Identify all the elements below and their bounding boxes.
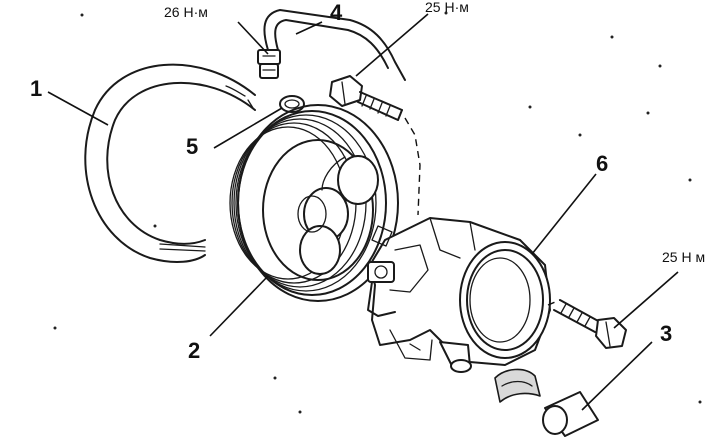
- pulley: [229, 104, 399, 302]
- alignment-line-top: [404, 117, 421, 216]
- callout-5: 5: [186, 134, 199, 159]
- leader-4: [295, 21, 323, 35]
- side-bolt: [553, 299, 627, 349]
- scan-specks: [53, 11, 702, 414]
- seal-parts: [494, 368, 599, 437]
- torque-label-side-bolt: 25 Н м: [662, 249, 706, 265]
- o-ring: [279, 95, 305, 113]
- leader-torque-side: [613, 271, 679, 329]
- alignment-line-side: [547, 299, 561, 306]
- torque-label-hose-fitting: 26 Н·м: [164, 4, 208, 20]
- leader-torque-top: [355, 13, 429, 77]
- leader-5: [213, 107, 283, 149]
- steering-pump: [367, 217, 551, 373]
- callout-3: 3: [660, 321, 673, 346]
- callout-6: 6: [596, 151, 609, 176]
- pressure-hose: [257, 9, 406, 81]
- top-bolt: [329, 75, 403, 121]
- callout-2: 2: [188, 338, 201, 363]
- leader-6: [531, 173, 597, 255]
- leader-torque-hose: [237, 21, 269, 55]
- callout-4: 4: [330, 0, 343, 25]
- leader-2: [209, 275, 269, 337]
- drive-belt: [84, 63, 256, 263]
- leader-3: [581, 341, 653, 411]
- callout-1: 1: [30, 76, 43, 101]
- leader-1: [47, 91, 109, 126]
- torque-label-top-bolt: 25 Н·м: [425, 0, 469, 15]
